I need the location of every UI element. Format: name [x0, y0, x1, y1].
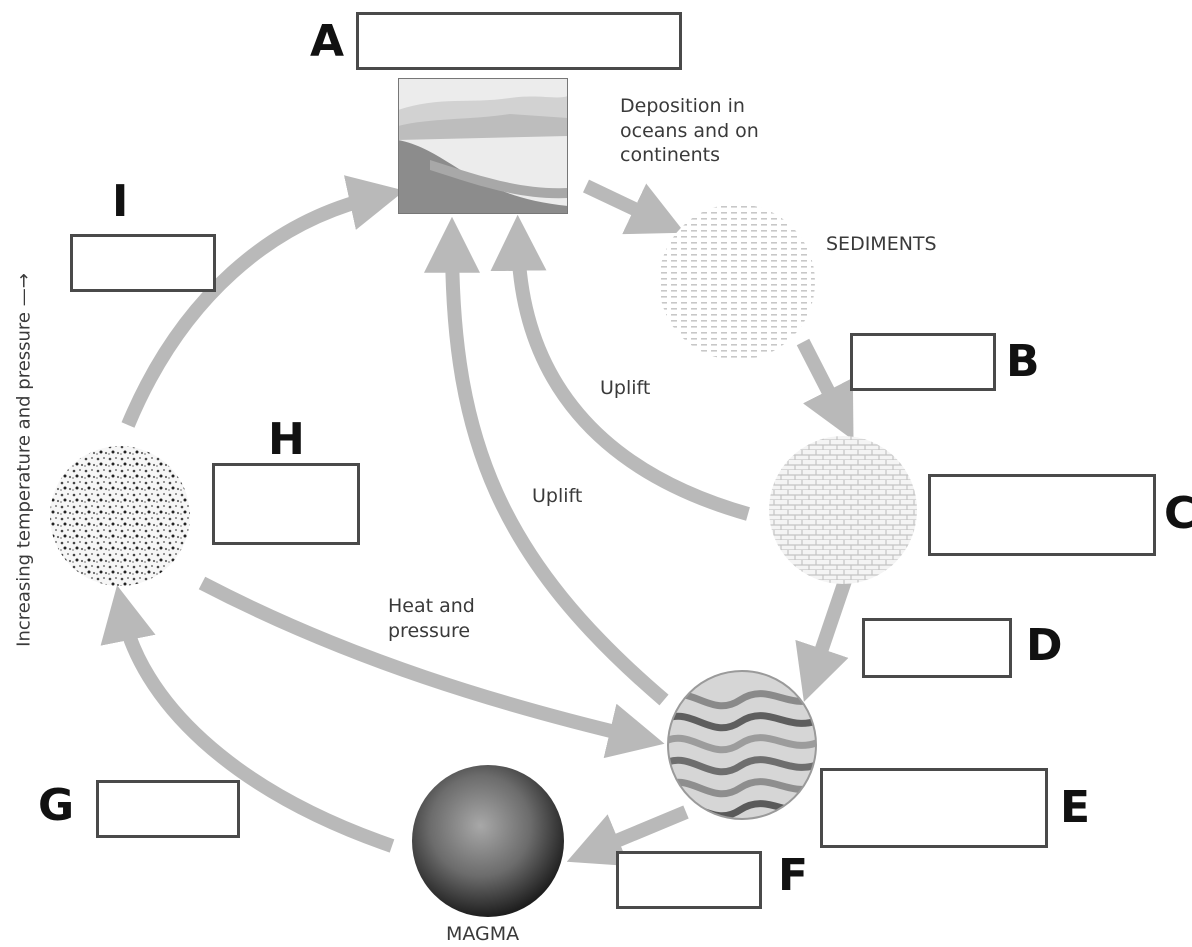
answer-box-a[interactable] [356, 12, 682, 70]
igneous-rock-illustration [50, 446, 190, 586]
label-h: H [268, 414, 305, 465]
answer-box-c[interactable] [928, 474, 1156, 556]
arrow-igneous-heat-pressure [198, 576, 665, 759]
label-g: G [38, 780, 75, 831]
caption-sediments: SEDIMENTS [826, 233, 937, 255]
label-f: F [778, 850, 809, 901]
caption-magma: MAGMA [446, 923, 520, 945]
axis-arrow: —→ [13, 273, 35, 307]
arrow-metamorphic-to-magma [566, 805, 689, 866]
label-b: B [1006, 336, 1040, 387]
label-e: E [1060, 782, 1091, 833]
label-c: C [1164, 488, 1192, 539]
sedimentary-rock-illustration [769, 436, 917, 584]
label-d: D [1026, 620, 1063, 671]
arrow-sedimentary-to-metamorphic [795, 569, 855, 702]
answer-box-i[interactable] [70, 234, 216, 292]
caption-heat-pressure: Heat and pressure [388, 595, 475, 642]
sediments-illustration [659, 204, 815, 360]
answer-box-f[interactable] [616, 851, 762, 909]
arrow-deposition-to-sediments [583, 179, 685, 235]
arrow-magma-to-igneous [100, 585, 395, 853]
caption-uplift-inner: Uplift [600, 377, 651, 399]
answer-box-b[interactable] [850, 333, 996, 391]
arrow-metamorphic-uplift [424, 216, 669, 706]
caption-deposition: Deposition in oceans and on continents [620, 95, 759, 167]
answer-box-d[interactable] [862, 618, 1012, 678]
label-a: A [310, 16, 345, 67]
answer-box-h[interactable] [212, 463, 360, 545]
caption-uplift-outer: Uplift [532, 485, 583, 507]
arrow-sediments-to-sedimentary [796, 338, 854, 441]
arrow-sedimentary-uplift [490, 214, 750, 521]
metamorphic-rock-illustration [668, 671, 816, 819]
axis-label-temperature-pressure: Increasing temperature and pressure —→ [13, 273, 35, 647]
answer-box-g[interactable] [96, 780, 240, 838]
label-i: I [112, 176, 129, 227]
answer-box-e[interactable] [820, 768, 1048, 848]
magma-illustration [412, 765, 564, 917]
surface-deposition-illustration [398, 78, 568, 214]
arrow-igneous-to-surface [121, 175, 405, 428]
